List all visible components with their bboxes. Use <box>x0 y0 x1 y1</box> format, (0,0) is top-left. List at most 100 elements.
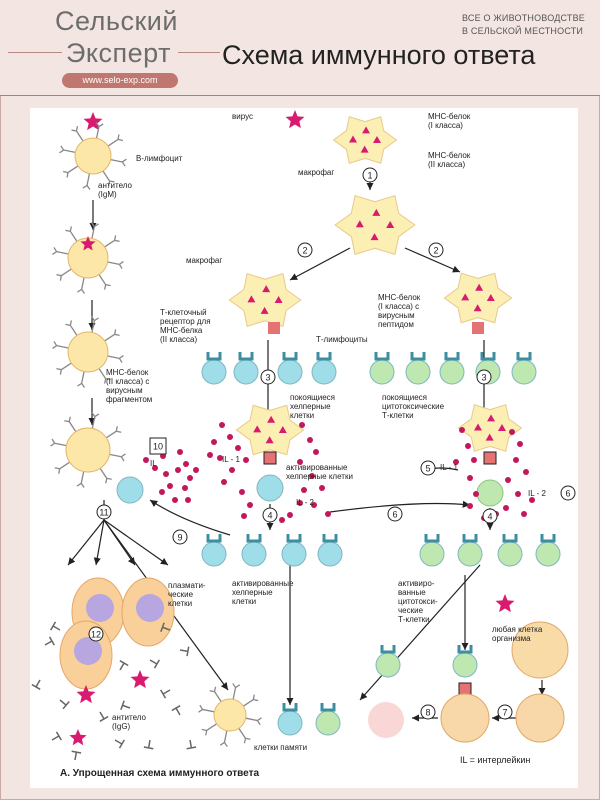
label-mhc2-viral: фрагментом <box>106 395 152 404</box>
interleukin-dot <box>163 471 169 477</box>
receptor-icon <box>69 230 78 242</box>
interleukin-dot <box>471 457 477 463</box>
viral-fragment-icon <box>267 415 276 423</box>
viral-fragment-icon <box>370 233 379 241</box>
interleukin-dot <box>513 457 519 463</box>
receptor-icon <box>110 158 123 163</box>
interleukin-dot <box>311 502 317 508</box>
receptor-icon <box>109 453 122 458</box>
label-mhc1-viral: пептидом <box>378 320 414 329</box>
step-number: 6 <box>565 489 570 499</box>
macrophage-left-icon <box>228 273 302 327</box>
receptor-icon <box>106 477 112 480</box>
label-tcr: (II класса) <box>160 335 197 344</box>
arrow-step-2-right <box>404 247 461 273</box>
receptor-icon <box>54 467 60 470</box>
step-number-circle <box>420 704 436 720</box>
antibody-igg-icon <box>50 621 61 631</box>
logo-text-line2[interactable]: Эксперт <box>66 38 171 68</box>
label-mhc2-viral: МНС-белок <box>106 368 149 377</box>
interleukin-dot <box>509 429 515 435</box>
viral-fragment-icon <box>349 135 358 143</box>
step-number: 1 <box>367 171 372 181</box>
activated-cytotoxic-t-cell-icon <box>497 541 523 567</box>
receptor-icon <box>81 277 85 290</box>
receptor-icon <box>81 382 86 388</box>
receptor-icon <box>54 442 67 447</box>
t-cell-receptor-icon <box>462 534 478 543</box>
receptor-icon <box>114 235 117 241</box>
memory-b-cell-icon <box>213 698 247 732</box>
receptor-icon <box>51 438 56 444</box>
arrow-step-6 <box>329 500 471 513</box>
receptor-icon <box>102 170 111 182</box>
interleukin-dot <box>517 441 523 447</box>
interleukin-dot <box>465 443 471 449</box>
b-lymphocyte-presenting-icon <box>67 331 109 373</box>
tagline-line2: В СЕЛЬСКОЙ МЕСТНОСТИ <box>462 26 584 36</box>
receptor-icon <box>109 180 115 183</box>
viral-fragment-icon <box>485 433 494 441</box>
receptor-icon <box>107 355 120 359</box>
interleukin-dot <box>301 487 307 493</box>
receptor-icon <box>104 333 116 342</box>
receptor-icon <box>56 367 62 371</box>
interleukin-dot <box>167 483 173 489</box>
activated-helper-t-cell-icon <box>281 541 307 567</box>
t-cell-receptor-icon <box>282 703 298 712</box>
step-number-circle <box>476 369 492 385</box>
arrow-to-memory-cytotoxic <box>359 564 481 701</box>
label-resting-cytotoxic: Т-клетки <box>382 411 414 420</box>
label-antibody-igg: (IgG) <box>112 722 131 731</box>
interleukin-dot <box>211 439 217 445</box>
t-cell-receptor-icon <box>424 534 440 543</box>
receptor-icon <box>81 371 85 384</box>
receptor-icon <box>75 130 84 142</box>
step-number-circle <box>88 626 104 642</box>
t-cell-receptor-icon <box>316 352 332 361</box>
interleukin-dot <box>279 517 285 523</box>
receptor-icon <box>53 247 58 252</box>
interleukin-dot <box>183 461 189 467</box>
antibody-igg-icon <box>186 739 197 750</box>
label-mhc2-viral: вирусным <box>106 386 143 395</box>
receptor-icon <box>91 412 96 418</box>
receptor-icon <box>60 268 72 277</box>
label-mhc2-top: (II класса) <box>428 160 465 169</box>
label-activated-helper-top: активированные <box>286 463 348 472</box>
receptor-icon <box>107 180 111 187</box>
receptor-icon <box>219 741 225 746</box>
virus-icon <box>83 112 103 131</box>
viral-fragment-icon <box>260 306 269 314</box>
label-t-lymphocytes: Т-лимфоциты <box>316 335 368 344</box>
receptor-icon <box>68 416 71 422</box>
interleukin-dot <box>175 467 181 473</box>
step-number: 3 <box>265 373 270 383</box>
receptor-icon <box>120 453 126 458</box>
interleukin-dot <box>207 452 213 458</box>
receptor-icon <box>59 149 64 154</box>
viral-fragment-icon <box>461 293 470 301</box>
step-number-circle <box>362 167 378 183</box>
step-number-circle <box>428 242 444 258</box>
receptor-icon <box>107 138 119 147</box>
step-number-circle <box>497 704 513 720</box>
logo-url-badge[interactable]: www.selo-exp.com <box>62 73 178 88</box>
receptor-icon <box>59 461 71 470</box>
label-il1-right: IL - 1 <box>440 463 458 472</box>
viral-fragment-icon <box>247 295 256 303</box>
antibody-igg-icon <box>160 622 171 633</box>
receptor-icon <box>82 184 88 189</box>
logo-text-line1[interactable]: Сельский <box>55 6 178 36</box>
cells-layer <box>31 110 569 761</box>
t-cell-receptor-icon <box>444 352 460 361</box>
receptor-icon <box>114 329 117 335</box>
receptor-icon <box>86 185 91 190</box>
activated-helper-t-cell-icon <box>241 541 267 567</box>
diagram-panel <box>30 108 578 788</box>
interleukin-dot <box>219 422 225 428</box>
legend-text: IL = интерлейкин <box>460 755 530 765</box>
label-mhc1-viral: МНС-белок <box>378 293 421 302</box>
label-mhc2-top: МНС-белок <box>428 151 471 160</box>
